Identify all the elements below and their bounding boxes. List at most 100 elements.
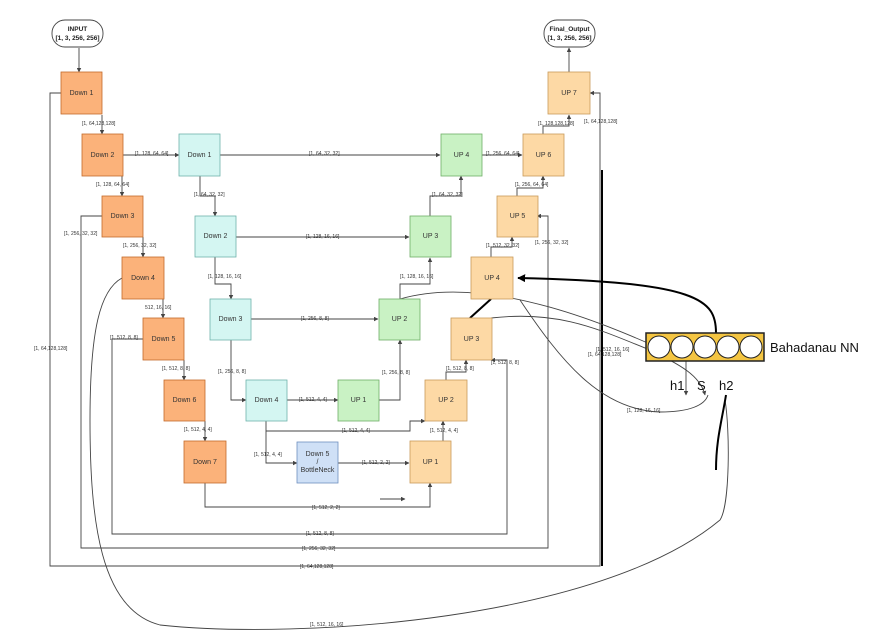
edge-gup2-h1 — [399, 291, 689, 396]
node-up6-peach: UP 6 — [522, 133, 565, 177]
edge-bdown1-bdown2 — [199, 176, 218, 217]
node-label: UP 6 — [536, 152, 552, 159]
decoder-peach: UP 1 UP 2 UP 3 UP 4 UP 5 UP 6 UP 7 — [409, 71, 591, 484]
edge-labels: [1, 64,128,128] [1, 128, 64, 64] [1, 128… — [34, 119, 661, 628]
edge-label: [1, 64,128,128] — [584, 119, 618, 125]
edge-label: [1, 128, 16, 16] — [306, 234, 340, 240]
decoder-green: UP 1 UP 2 UP 3 UP 4 — [337, 133, 483, 422]
edge-gup1-gup2 — [379, 339, 403, 401]
node-down3-cyan: Down 3 — [209, 298, 252, 341]
node-down4-cyan: Down 4 — [245, 379, 288, 422]
node-up2-green: UP 2 — [378, 298, 421, 341]
edge-label: [1, 512, 16, 16] — [596, 347, 630, 353]
edge-pup2-pup3 — [445, 359, 469, 380]
edge-bdown4-bottleneck — [265, 421, 298, 466]
node-label: Down 5 — [152, 336, 176, 343]
edge-attn-pup4 — [517, 274, 717, 334]
edge-label: [1, 512, 8, 8] — [110, 335, 138, 341]
edge-label: [1, 64,128,128] — [588, 352, 622, 358]
edge-label: [1, 512, 4, 4] — [254, 452, 282, 458]
attention-cell — [739, 335, 763, 359]
edge-label: [1, 512, 16, 16] — [310, 622, 344, 628]
edge-pup3-pup4-thick — [469, 298, 492, 319]
edge-label: [1, 128, 64, 64] — [96, 182, 130, 188]
node-label: UP 3 — [464, 336, 480, 343]
node-down1-cyan: Down 1 — [178, 133, 221, 177]
edge-label: [1, 256, 32, 32] — [302, 546, 336, 552]
edge-down1-pup7 — [49, 90, 601, 567]
node-up1-green: UP 1 — [337, 379, 380, 422]
attention-cell — [693, 335, 717, 359]
node-label: Down 4 — [255, 397, 279, 404]
output-shape: [1, 3, 256, 256] — [547, 35, 591, 42]
edge-label: [1, 512, 32, 32] — [486, 243, 520, 249]
node-label: UP 1 — [423, 459, 439, 466]
edge-label: [1, 256, 64, 64] — [486, 151, 520, 157]
edge-label: [1, 64,128,128] — [82, 121, 116, 127]
node-up4-peach: UP 4 — [470, 256, 514, 300]
edge-label: [1, 64, 32, 32] — [432, 192, 463, 198]
node-label: UP 2 — [392, 316, 408, 323]
node-label: Down 3 — [219, 316, 243, 323]
node-down5-orange: Down 5 — [142, 317, 185, 361]
node-down1-orange: Down 1 — [60, 71, 103, 115]
edge-label: [1, 512, 8, 8] — [491, 360, 519, 366]
node-label: Down 3 — [111, 213, 135, 220]
edge-down3-pup5 — [80, 213, 549, 549]
edge-label: [1, 64,128,128] — [34, 346, 68, 352]
edge-label: [1, 512, 2, 2] — [362, 460, 390, 466]
edge-label: [1, 256, 32, 32] — [535, 240, 569, 246]
edge-label: [1, 256, 8, 8] — [218, 369, 246, 375]
edge-label: [1, 512, 4, 4] — [342, 428, 370, 434]
node-up3-peach: UP 3 — [450, 317, 493, 361]
edge-down7-pup1 — [204, 482, 433, 508]
edge-label: [1, 256, 64, 64] — [515, 182, 549, 188]
output-label: Final_Output — [549, 26, 590, 33]
node-label: BottleNeck — [301, 467, 335, 474]
node-bottleneck: Down 5 / BottleNeck — [296, 441, 339, 484]
edge-bdown4-pup2 — [266, 418, 426, 432]
edge-down5-pup3 — [111, 338, 508, 535]
attention-cell — [670, 335, 694, 359]
node-down2-cyan: Down 2 — [194, 215, 237, 258]
edge-label: [1, 128, 64, 64] — [135, 151, 169, 157]
node-up2-peach: UP 2 — [424, 379, 468, 422]
node-label: UP 3 — [423, 233, 439, 240]
input-shape: [1, 3, 256, 256] — [55, 35, 99, 42]
edge-label: [1, 256, 32, 32] — [123, 243, 157, 249]
node-label: UP 5 — [510, 213, 526, 220]
encoder-orange: Down 1 Down 2 Down 3 Down 4 Down 5 Down … — [60, 71, 227, 484]
attention-cell — [647, 335, 671, 359]
edge-label: [1, 64,128,128] — [300, 564, 334, 570]
input-label: INPUT — [68, 26, 88, 33]
node-label: Down 1 — [188, 152, 212, 159]
node-down6-orange: Down 6 — [163, 379, 206, 422]
node-label: Down 2 — [204, 233, 228, 240]
edge-label: [1, 64, 32, 32] — [309, 151, 340, 157]
node-label: UP 4 — [454, 152, 470, 159]
edge-label: [1, 512, 8, 8] — [306, 531, 334, 537]
node-label: / — [317, 459, 319, 466]
attention-h2: h2 — [719, 378, 733, 393]
edge-down4-curve — [89, 277, 729, 630]
node-label: UP 2 — [438, 397, 454, 404]
attention-cell — [716, 335, 740, 359]
node-down3-orange: Down 3 — [101, 195, 144, 238]
edge-label: [1, 128, 16, 16] — [208, 274, 242, 280]
edge-label: [1, 512, 4, 4] — [430, 428, 458, 434]
edge-label: [1, 512, 8, 8] — [162, 366, 190, 372]
node-label: Down 4 — [131, 275, 155, 282]
edge-label: [1, 128,128,128] — [538, 121, 575, 127]
encoder-cyan: Down 1 Down 2 Down 3 Down 4 Down 5 / Bot… — [178, 133, 339, 484]
attention-title: Bahadanau NN — [770, 340, 859, 355]
edge-label: [1, 512, 2, 2] — [312, 505, 340, 511]
node-label: Down 5 — [306, 451, 330, 458]
edge-label: [1, 512, 4, 4] — [184, 427, 212, 433]
edge-label: [1, 256, 8, 8] — [301, 316, 329, 322]
edge-attn-loop — [519, 299, 709, 413]
node-down4-orange: Down 4 — [121, 256, 165, 300]
attention-block: Bahadanau NN h1 S h2 — [645, 332, 859, 393]
node-label: Down 7 — [193, 459, 217, 466]
